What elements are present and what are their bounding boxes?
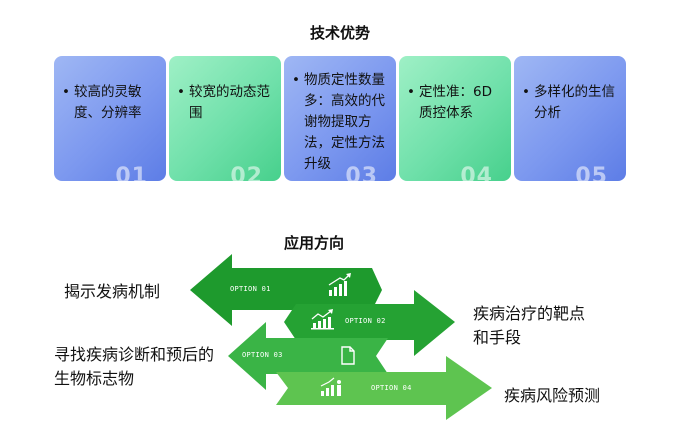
application-label-4: 疾病风险预测 [504, 386, 601, 405]
advantage-card-5: •多样化的生信分析 05 [514, 56, 626, 181]
advantage-card-text: 定性准：6D质控体系 [419, 84, 492, 121]
trend-chart-icon [311, 309, 334, 330]
advantage-card-text: 多样化的生信分析 [534, 84, 615, 121]
applications-title: 应用方向 [283, 234, 344, 252]
advantage-card-text: 较宽的动态范围 [189, 84, 270, 121]
option-4-text: OPTION 04 [371, 384, 412, 392]
advantage-card-number: 05 [575, 164, 608, 181]
advantage-card-number: 03 [345, 164, 378, 181]
arrow-option-4 [276, 356, 492, 420]
option-3-text: OPTION 03 [242, 351, 283, 359]
advantage-card-2: •较宽的动态范围 02 [169, 56, 281, 181]
advantages-title: 技术优势 [309, 24, 370, 42]
application-label-3: 寻找疾病诊断和预后的生物标志物 [54, 345, 215, 388]
bar-chart-growth-icon [328, 273, 351, 296]
document-icon [341, 346, 355, 365]
advantage-card-number: 04 [460, 164, 493, 181]
advantage-card-4: •定性准：6D质控体系 04 [399, 56, 511, 181]
option-2-text: OPTION 02 [345, 317, 386, 325]
advantage-card-number: 01 [115, 164, 148, 181]
application-label-1: 揭示发病机制 [64, 282, 161, 301]
advantage-card-number: 02 [230, 164, 263, 181]
advantage-card-1: •较高的灵敏度、分辨率 01 [54, 56, 166, 181]
advantage-card-text: 物质定性数量多：高效的代谢物提取方法，定性方法升级 [304, 72, 385, 172]
person-growth-icon [320, 377, 341, 396]
application-label-2: 疾病治疗的靶点和手段 [473, 304, 586, 347]
option-1-text: OPTION 01 [230, 285, 271, 293]
advantage-card-text: 较高的灵敏度、分辨率 [74, 84, 142, 121]
advantage-card-3: •物质定性数量多：高效的代谢物提取方法，定性方法升级 03 [284, 56, 396, 181]
